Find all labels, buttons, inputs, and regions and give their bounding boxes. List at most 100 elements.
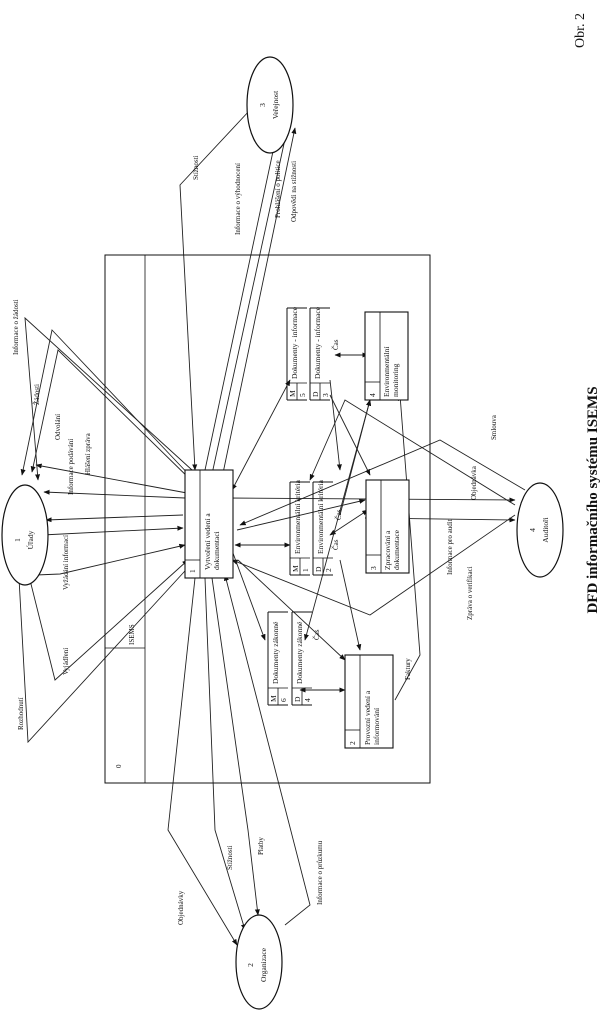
flow-label: Informace o výhodnocení [234, 163, 242, 235]
data-store-3[interactable]: M 1 Environmentální kritéria [289, 479, 310, 576]
entity-number: 2 [246, 963, 255, 967]
flow-line [339, 399, 372, 516]
store-letter: M [288, 390, 297, 397]
process-4-number: 4 [368, 393, 377, 397]
flow-line [204, 141, 277, 471]
store-label: Čas [313, 629, 321, 640]
entity-number: 3 [258, 103, 267, 107]
process-3[interactable]: 3 Zpracování a dokumentace [365, 479, 410, 574]
entity-name: Úřady [25, 530, 35, 549]
system-boundary: 0 ISEMS [104, 254, 431, 784]
store-letter: D [293, 696, 302, 702]
flow-line [20, 329, 195, 481]
flow-line [204, 577, 246, 931]
process-3-label: Zpracování a [383, 530, 392, 570]
flow-line [29, 559, 189, 681]
flow-lines [15, 109, 526, 946]
store-label: Čas [335, 509, 343, 520]
store-name: Environmentální kritéria [293, 479, 302, 554]
entity-number: 1 [13, 538, 22, 542]
store-name: Dokumenty zákonné [271, 621, 280, 684]
store-number: 4 [303, 698, 312, 702]
figure-label: Obr. 2 [573, 13, 588, 48]
flow-label: Smlouva [490, 414, 498, 440]
flow-label: Hlášení zpráva [84, 432, 92, 475]
data-store-6[interactable]: D 3 Dokumenty - informace [309, 306, 330, 401]
flow-line [179, 109, 251, 471]
entity-number: 4 [528, 528, 537, 532]
flow-line [30, 349, 198, 487]
process-1-label: Vytvoření vedení a [203, 513, 212, 570]
flow-line [329, 379, 342, 471]
flow-line [43, 489, 186, 499]
process-2-label-2: informování [372, 708, 381, 745]
process-3-label-2: dokumentace [392, 529, 401, 570]
flow-label: Informace pro audit [446, 519, 454, 575]
flow-label: Zpráva o verifikaci [466, 566, 474, 620]
process-3-number: 3 [369, 566, 378, 570]
flow-line [41, 525, 184, 536]
system-name: ISEMS [128, 624, 136, 645]
flow-line [211, 577, 260, 916]
flow-line [167, 577, 238, 946]
process-4-label: Environmentální [382, 347, 391, 397]
process-4[interactable]: 4 Environmentální monitoring [364, 311, 409, 401]
store-number: 1 [301, 568, 310, 572]
flow-label: Vyžádání informací [62, 535, 70, 590]
flow-line [15, 559, 196, 744]
flow-line [223, 574, 311, 926]
flow-line [211, 129, 289, 475]
entity-verejnost[interactable]: 3 Veřejnost [246, 56, 294, 154]
flow-label: Objednávky [177, 890, 185, 925]
store-letter: M [291, 565, 300, 572]
caption: DFD informačního systému ISEMS [585, 386, 601, 613]
store-number: 6 [279, 698, 288, 702]
store-label: Čas [332, 339, 340, 350]
store-letter: M [269, 695, 278, 702]
entity-name: Organizace [259, 947, 268, 982]
entity-name: Veřejnost [271, 90, 280, 119]
flow-label: Vyjádření [62, 648, 70, 675]
flow-label: Faktury [404, 658, 412, 680]
store-name: Dokumenty zákonné [295, 621, 304, 684]
store-name: Dokumenty - informace [313, 306, 322, 379]
store-name: Environmentální kritéria [316, 479, 325, 554]
process-2[interactable]: 2 Provozní vedení a informování [344, 654, 394, 749]
data-store-2[interactable]: D 4 Dokumenty zákonné [291, 611, 312, 706]
store-letter: D [314, 566, 323, 572]
flow-line [229, 544, 266, 641]
flow-label: Stížnosti [226, 845, 234, 870]
flow-label: Rozhodnutí [17, 697, 25, 730]
flow-line [329, 394, 371, 476]
entity-organizace[interactable]: 2 Organizace [235, 914, 283, 1010]
data-store-1[interactable]: M 6 Dokumenty zákonné [267, 611, 288, 706]
flow-label: Prohlášení o politice [274, 160, 282, 218]
process-1-label-2: dokumentaci [212, 531, 221, 570]
entity-auditor[interactable]: 4 Auditoři [516, 482, 564, 578]
flow-label: Platby [257, 837, 265, 855]
flow-line [35, 543, 186, 576]
flow-label: Stížnosti [192, 155, 200, 180]
process-1[interactable]: 1 Vytvoření vedení a dokumentaci [184, 469, 234, 579]
flow-line [35, 463, 188, 494]
data-store-4[interactable]: D 2 Environmentální kritéria [312, 479, 333, 576]
flow-labels: Informace o žádosti Žádosti Odvolání Inf… [12, 155, 498, 925]
store-label: Čas [332, 539, 340, 550]
flow-label: Odpovědi na stížnosti [290, 161, 298, 222]
flow-label: Informace o průzkumu [316, 840, 324, 905]
flow-line [45, 514, 184, 523]
flow-label: Informace podávání [67, 439, 75, 495]
flow-label: Žádosti [33, 384, 41, 405]
data-store-5[interactable]: M 5 Dokumenty - informace [286, 306, 307, 401]
process-2-number: 2 [348, 741, 357, 745]
process-2-label: Provozní vedení a [363, 690, 372, 745]
flow-line [237, 559, 346, 661]
flow-line [339, 559, 362, 651]
store-name: Dokumenty - informace [290, 306, 299, 379]
flow-label: Informace o žádosti [12, 299, 20, 355]
flow-line [221, 127, 297, 479]
system-number: 0 [115, 764, 123, 768]
process-4-label-2: monitoring [391, 363, 400, 397]
entity-urady[interactable]: 1 Úřady [1, 484, 49, 586]
